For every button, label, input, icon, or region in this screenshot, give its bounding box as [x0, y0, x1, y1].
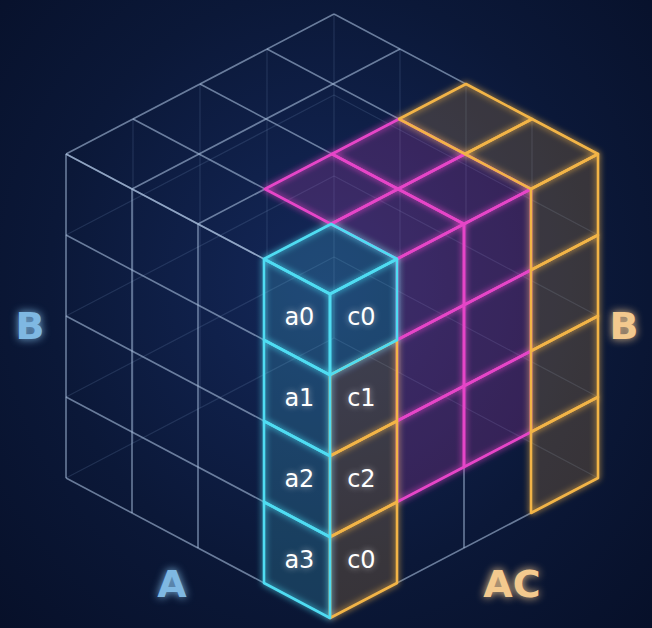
cell-value: c0	[347, 305, 375, 329]
axis-label: AC	[483, 565, 540, 603]
grid-line	[65, 154, 67, 478]
cube-grid	[66, 14, 598, 618]
cell-box: a1 c1	[268, 380, 392, 416]
cell-value: a2	[284, 467, 314, 491]
grid-line	[66, 14, 334, 154]
grid-line	[199, 84, 200, 408]
axis-label: B	[16, 307, 45, 345]
highlight-cell	[330, 259, 397, 375]
highlight-cell	[399, 84, 532, 154]
cell-value: a0	[284, 305, 314, 329]
cell-box: a2 c2	[268, 461, 392, 497]
grid-line	[66, 95, 334, 235]
highlight-cells	[264, 84, 598, 618]
cell-value: c2	[347, 467, 375, 491]
cell-value: a3	[284, 548, 314, 572]
cell-box: a3 c0	[268, 542, 392, 578]
cell-value: c1	[347, 386, 375, 410]
cell-box: a0 c0	[268, 299, 392, 335]
cell-value: a1	[284, 386, 314, 410]
cell-value: c0	[347, 548, 375, 572]
grid-line	[131, 189, 133, 513]
axis-label: B	[610, 307, 639, 345]
axis-label: A	[157, 565, 186, 603]
